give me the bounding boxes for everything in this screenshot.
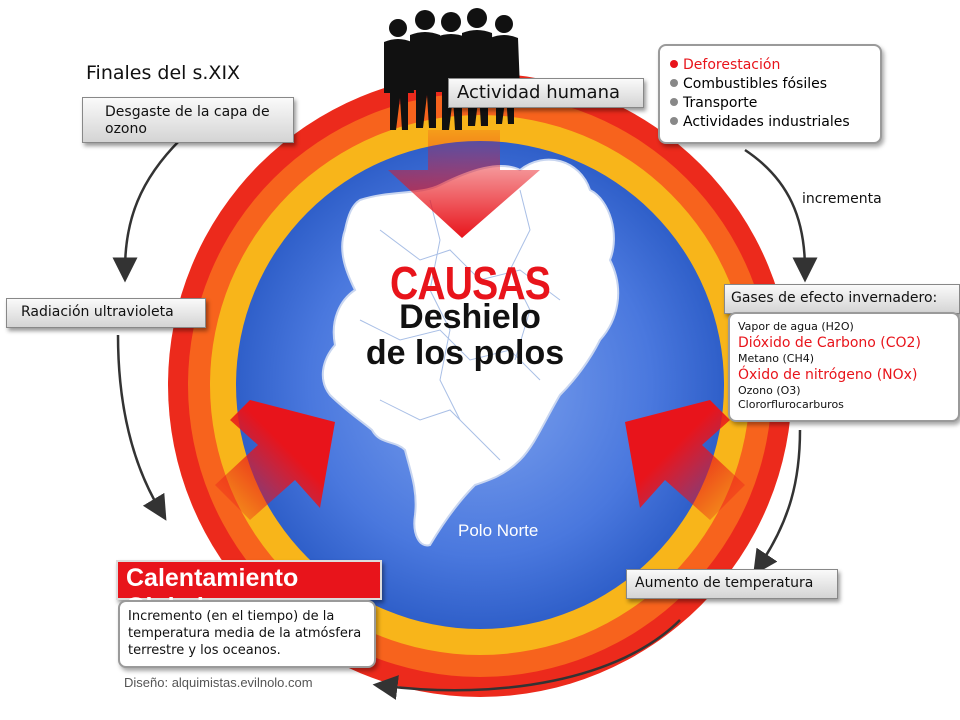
landmass-veins <box>359 189 561 461</box>
activity-item: Transporte <box>670 94 880 113</box>
gas-item: Dióxido de Carbono (CO2) <box>738 335 921 351</box>
gas-item: Ozono (O3) <box>738 384 801 397</box>
human-activity-box: Actividad humana <box>448 78 644 108</box>
activity-label: Actividades industriales <box>683 114 850 130</box>
activity-item: Combustibles fósiles <box>670 75 880 94</box>
right-inward-arrow <box>625 400 745 520</box>
cycle-arrow-top-left <box>112 139 181 283</box>
cycle-arrow-bottom <box>372 619 681 700</box>
ozone-depletion-box: Desgaste de la capa de ozono <box>82 97 294 143</box>
temperature-rise-label: Aumento de temperatura <box>635 575 814 591</box>
activity-label: Transporte <box>683 95 758 111</box>
activity-label: Deforestación <box>683 57 781 73</box>
gas-item: Vapor de agua (H2O) <box>738 320 854 333</box>
cycle-arrow-left <box>116 334 167 521</box>
activity-item: Actividades industriales <box>670 113 880 132</box>
human-activity-label: Actividad humana <box>457 82 621 103</box>
left-inward-arrow <box>215 400 335 520</box>
ozone-depletion-label: Desgaste de la capa de ozono <box>105 104 270 137</box>
landmass <box>321 158 620 547</box>
activity-label: Combustibles fósiles <box>683 76 828 92</box>
global-warming-description-box: Incremento (en el tiempo) de la temperat… <box>118 600 376 668</box>
north-pole-label: Polo Norte <box>458 521 539 540</box>
global-warming-description: Incremento (en el tiempo) de la temperat… <box>128 609 362 658</box>
temperature-rise-box: Aumento de temperatura <box>626 569 838 599</box>
cycle-arrow-top-right <box>744 148 818 283</box>
era-label: Finales del s.XIX <box>86 62 241 84</box>
greenhouse-gases-header: Gases de efecto invernadero: <box>724 284 960 314</box>
down-arrow <box>388 130 540 238</box>
bullet-icon <box>670 60 678 68</box>
bullet-icon <box>670 98 678 106</box>
activity-item: Deforestación <box>670 56 880 75</box>
increases-label: incrementa <box>802 191 882 207</box>
melting-line-2: de los polos <box>365 334 565 372</box>
global-warming-title-box: Calentamiento Global <box>116 560 382 621</box>
greenhouse-gases-title: Gases de efecto invernadero: <box>731 290 938 306</box>
gas-item: Óxido de nitrógeno (NOx) <box>738 367 918 383</box>
gas-item: Clororflurocarburos <box>738 398 844 411</box>
bullet-icon <box>670 117 678 125</box>
greenhouse-gases-list: Vapor de agua (H2O) Dióxido de Carbono (C… <box>728 312 960 422</box>
melting-line-1: Deshielo <box>399 298 541 336</box>
causes-heading: CAUSAS <box>389 257 551 309</box>
gas-item: Metano (CH4) <box>738 352 815 365</box>
uv-radiation-label: Radiación ultravioleta <box>21 304 174 320</box>
bullet-icon <box>670 79 678 87</box>
cycle-arrow-right <box>753 429 802 576</box>
uv-radiation-box: Radiación ultravioleta <box>6 298 206 328</box>
design-credit: Diseño: alquimistas.evilnolo.com <box>124 675 313 690</box>
